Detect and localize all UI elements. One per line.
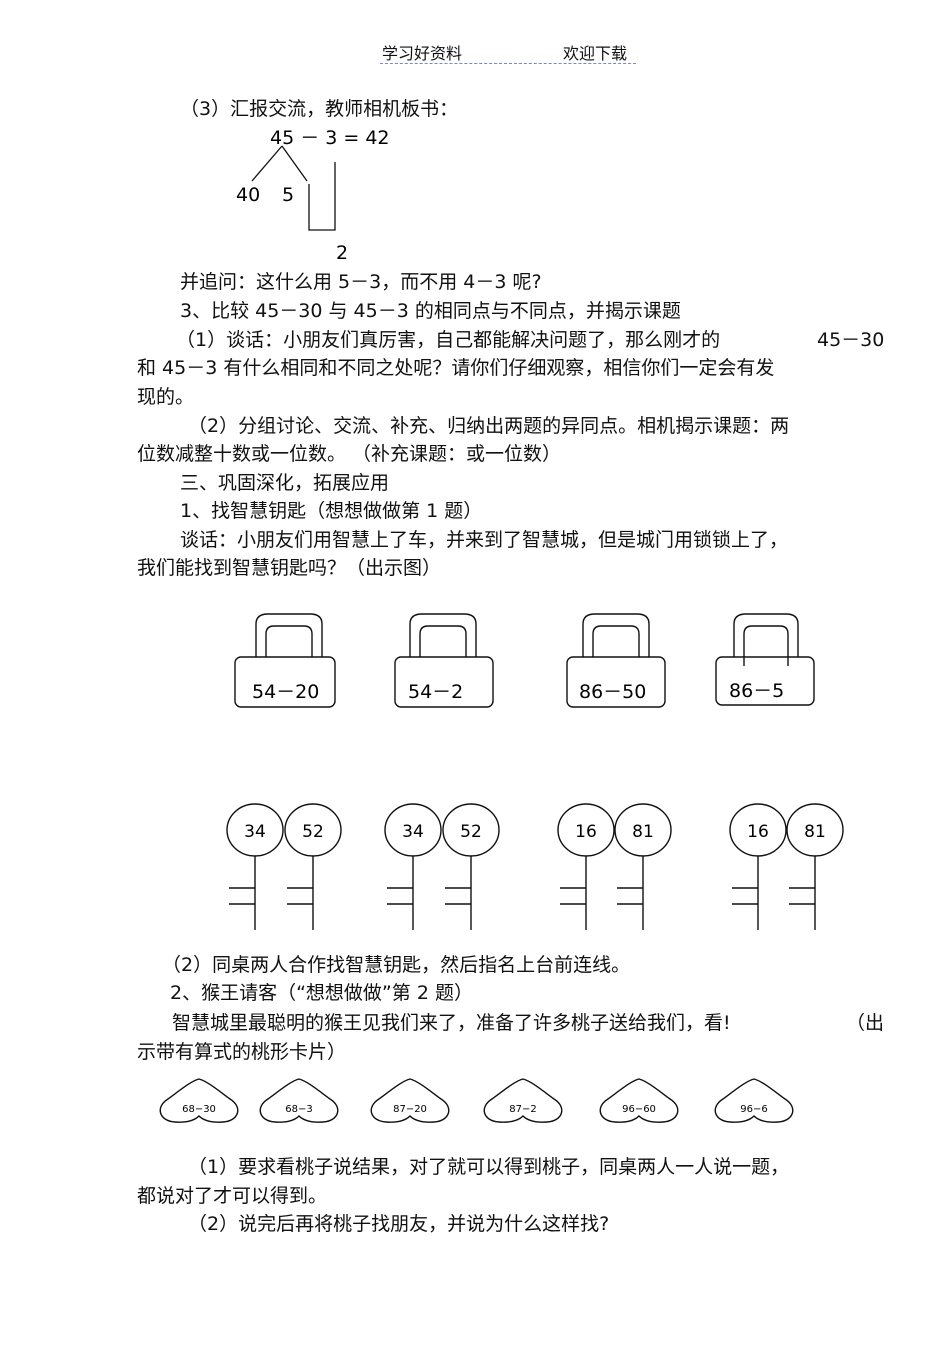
tree-left: 40 bbox=[236, 184, 260, 206]
key-label: 52 bbox=[302, 822, 324, 842]
peaches-figure: 68−30 68−3 87−20 87−2 96−60 96−6 bbox=[159, 1078, 794, 1123]
key: 81 bbox=[786, 803, 844, 930]
key-label: 81 bbox=[804, 822, 826, 842]
key: 16 bbox=[729, 803, 787, 930]
peach-card: 96−60 bbox=[599, 1078, 679, 1123]
key: 52 bbox=[442, 803, 500, 930]
key-label: 52 bbox=[460, 822, 482, 842]
peach-label: 87−2 bbox=[509, 1104, 536, 1115]
key: 34 bbox=[226, 803, 284, 930]
text-line: 谈话：小朋友们用智慧上了车，并来到了智慧城，但是城门用锁锁上了， bbox=[180, 529, 789, 551]
text-line: 位数减整十数或一位数。 （补充课题：或一位数） bbox=[137, 443, 562, 465]
lock: 54－2 bbox=[394, 613, 494, 708]
lock: 86－50 bbox=[566, 613, 666, 708]
tree-bottom: 2 bbox=[336, 242, 348, 264]
header-right: 欢迎下载 bbox=[563, 44, 628, 63]
text-line: 都说对了才可以得到。 bbox=[137, 1185, 328, 1207]
text-line: （1）谈话：小朋友们真厉害，自己都能解决问题了，那么刚才的 bbox=[176, 329, 721, 351]
tree-mid: 5 bbox=[282, 184, 294, 206]
text-line: 45－30 bbox=[817, 329, 885, 351]
peach-card: 68−3 bbox=[259, 1078, 339, 1123]
peach-label: 96−60 bbox=[622, 1104, 656, 1115]
key: 16 bbox=[557, 803, 615, 930]
text-line: （2）同桌两人合作找智慧钥匙，然后指名上台前连线。 bbox=[162, 954, 631, 976]
text-line: 2、猴王请客（“想想做做”第 2 题） bbox=[170, 982, 473, 1004]
text-line: （2）分组讨论、交流、补充、归纳出两题的异同点。相机揭示课题：两 bbox=[188, 415, 790, 437]
tree-equation: 45 － 3 = 42 bbox=[270, 127, 390, 149]
key-label: 81 bbox=[632, 822, 654, 842]
text-line: 智慧城里最聪明的猴王见我们来了，准备了许多桃子送给我们，看! bbox=[172, 1012, 731, 1034]
text-line: 我们能找到智慧钥匙吗？（出示图） bbox=[137, 557, 442, 579]
peach-card: 68−30 bbox=[159, 1078, 239, 1123]
peach-label: 68−30 bbox=[182, 1104, 216, 1115]
text-line: 示带有算式的桃形卡片） bbox=[137, 1041, 347, 1063]
keys-figure: 34 52 34 52 16 81 16 bbox=[226, 803, 844, 930]
lock: 54－20 bbox=[234, 613, 336, 708]
header-left: 学习好资料 bbox=[382, 44, 463, 63]
peach-card: 96−6 bbox=[714, 1078, 794, 1123]
text-line: 并追问：这什么用 5－3，而不用 4－3 呢? bbox=[180, 271, 542, 293]
text-line: （1）要求看桃子说结果，对了就可以得到桃子，同桌两人一人说一题， bbox=[188, 1156, 790, 1178]
section-title: （3）汇报交流，教师相机板书： bbox=[180, 98, 459, 120]
peach-card: 87−2 bbox=[483, 1078, 563, 1123]
key: 52 bbox=[284, 803, 342, 930]
key-label: 16 bbox=[575, 822, 597, 842]
header-divider bbox=[380, 63, 636, 64]
key-label: 16 bbox=[747, 822, 769, 842]
key: 81 bbox=[614, 803, 672, 930]
text-line: 现的。 bbox=[137, 386, 195, 408]
peach-label: 68−3 bbox=[285, 1104, 312, 1115]
decomposition-diagram: 45 － 3 = 42 40 5 2 bbox=[236, 127, 390, 264]
peach-label: 87−20 bbox=[393, 1104, 427, 1115]
text-line: 3、比较 45－30 与 45－3 的相同点与不同点，并揭示课题 bbox=[180, 300, 681, 322]
key: 34 bbox=[384, 803, 442, 930]
key-label: 34 bbox=[244, 822, 266, 842]
lock-label: 54－20 bbox=[252, 681, 319, 703]
key-label: 34 bbox=[402, 822, 424, 842]
lock-label: 86－5 bbox=[729, 680, 784, 702]
lock-label: 54－2 bbox=[408, 681, 463, 703]
text-line: （2）说完后再将桃子找朋友，并说为什么这样找? bbox=[188, 1213, 610, 1235]
text-line: （出 bbox=[846, 1012, 885, 1034]
lock-label: 86－50 bbox=[579, 681, 646, 703]
lock: 86－5 bbox=[715, 613, 815, 706]
peach-label: 96−6 bbox=[740, 1104, 767, 1115]
peach-card: 87−20 bbox=[370, 1078, 450, 1123]
text-line: 和 45－3 有什么相同和不同之处呢？请你们仔细观察，相信你们一定会有发 bbox=[137, 357, 775, 379]
text-line: 三、巩固深化，拓展应用 bbox=[180, 472, 390, 494]
text-line: 1、找智慧钥匙（想想做做第 1 题） bbox=[180, 500, 483, 522]
locks-figure: 54－20 54－2 86－50 86－5 bbox=[234, 613, 815, 708]
